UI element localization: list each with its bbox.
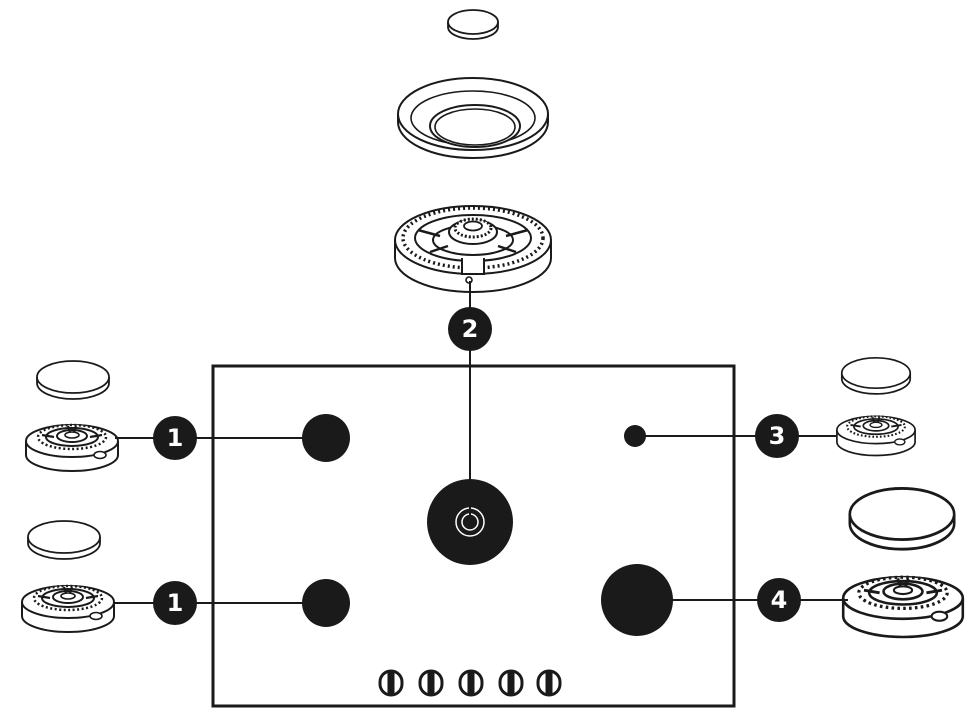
large-burner-flame-spreader (397, 77, 549, 159)
callout-3: 3 (755, 414, 799, 458)
left-bottom-burner-assembly (20, 584, 116, 634)
large-burner-cap (447, 9, 499, 40)
left-bottom-burner-cap (27, 520, 101, 560)
callout-2: 2 (448, 307, 492, 351)
callout-4: 4 (757, 578, 801, 622)
callout-number: 2 (462, 315, 479, 343)
callout-1-bottom: 1 (153, 581, 197, 625)
control-knob-icon (378, 669, 404, 697)
right-bottom-burner-assembly (841, 575, 965, 639)
control-knob-icon (536, 669, 562, 697)
right-bottom-burner-cap (848, 486, 956, 551)
left-top-burner-cap (36, 360, 110, 400)
control-knobs (378, 669, 562, 697)
control-knob-icon (498, 669, 524, 697)
control-knob-icon (458, 669, 484, 697)
right-top-burner-cap (840, 356, 912, 395)
callout-number: 1 (167, 589, 184, 617)
callout-number: 1 (167, 424, 184, 452)
left-top-burner-assembly (24, 423, 120, 473)
callout-number: 4 (771, 586, 788, 614)
large-burner-base (394, 205, 552, 293)
control-knob-icon (418, 669, 444, 697)
right-top-burner-assembly (835, 415, 917, 457)
callout-number: 3 (769, 422, 786, 450)
callout-1-top: 1 (153, 416, 197, 460)
